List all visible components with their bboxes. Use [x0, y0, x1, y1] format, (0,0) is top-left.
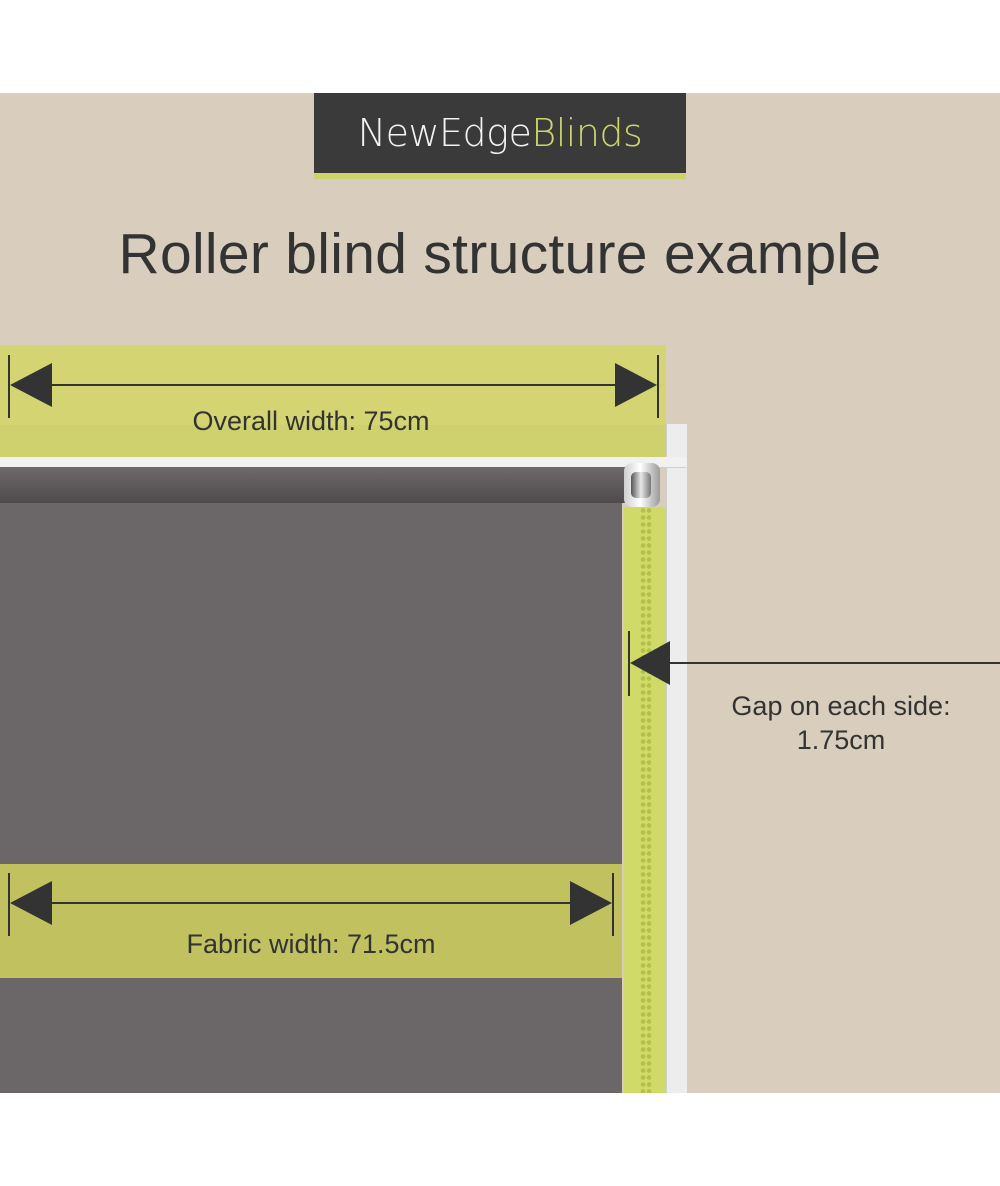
bracket-endcap-inner: [631, 472, 651, 498]
overall-width-arrow: [8, 355, 659, 418]
page-title: Roller blind structure example: [118, 222, 882, 286]
gap-arrowhead: [630, 641, 670, 685]
overall-width-label: Overall width: 75cm: [192, 406, 430, 436]
gap-arrow: [628, 631, 1000, 696]
window-frame-right: [666, 424, 687, 1093]
brand-logo-stripe: [314, 173, 686, 179]
overall-width-band-lower: [0, 425, 666, 457]
gap-value-text: 1.75cm: [796, 725, 886, 755]
fabric-right-arrowhead: [570, 881, 612, 925]
gap-label: Gap on each side: 1.75cm: [682, 689, 1000, 757]
gap-label-text: Gap on each side:: [731, 691, 951, 721]
brand-name-part1: NewEdge: [357, 111, 532, 155]
dimension-arrows: [8, 355, 1000, 936]
overall-left-arrowhead: [10, 363, 52, 407]
roller-tube: [0, 467, 628, 503]
fabric-width-band: [0, 864, 622, 978]
fabric-width-arrow: [8, 873, 614, 936]
fabric-left-arrowhead: [10, 881, 52, 925]
overall-right-arrowhead: [615, 363, 657, 407]
blind-fabric: [0, 503, 622, 1093]
fabric-width-label: Fabric width: 71.5cm: [186, 929, 436, 959]
brand-name-part2: Blinds: [531, 111, 643, 155]
